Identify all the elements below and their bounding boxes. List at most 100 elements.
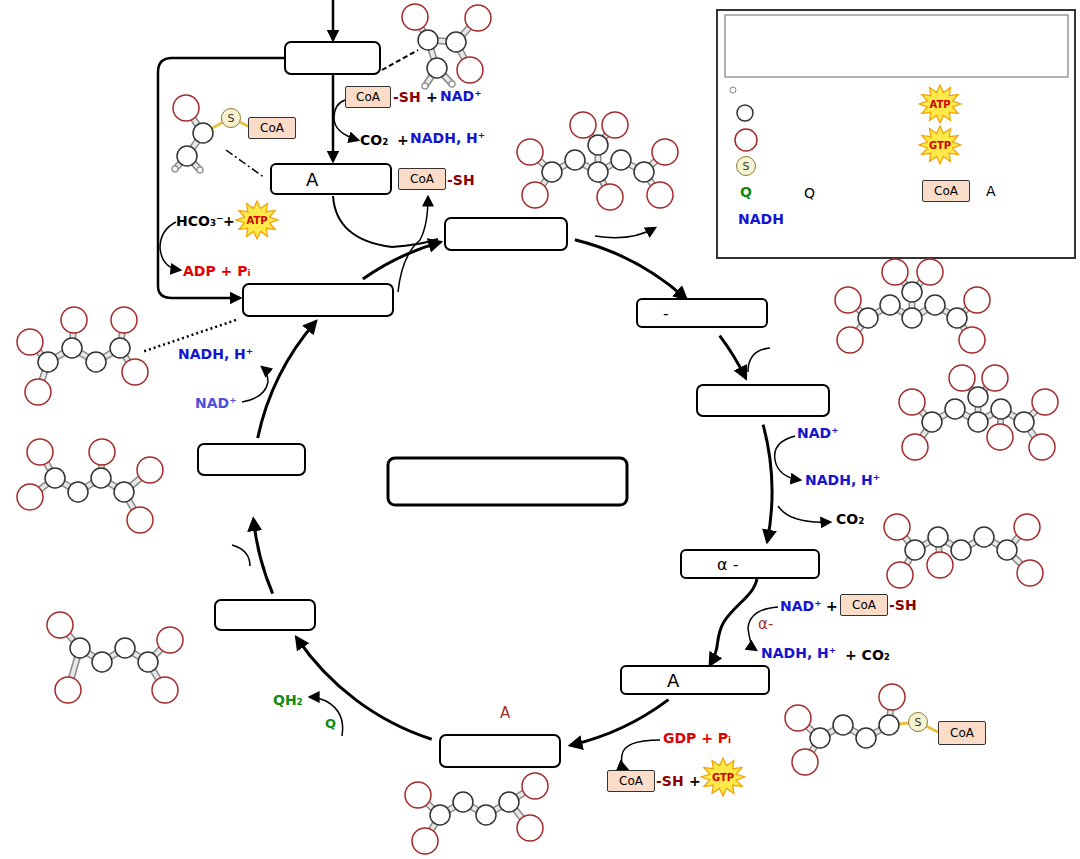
atom <box>1014 514 1040 540</box>
atom <box>542 162 562 182</box>
reaction-side-arrow <box>310 697 343 736</box>
cycle-arrow <box>258 321 316 438</box>
cycle-arrow <box>570 700 668 746</box>
atom <box>1029 434 1055 460</box>
atom <box>905 540 925 560</box>
reaction-side-arrow <box>242 367 268 402</box>
node-text: GTP <box>929 140 951 151</box>
starburst-outline <box>919 126 961 164</box>
molecule <box>517 112 678 210</box>
node-text: ATP <box>246 215 267 226</box>
atom <box>1032 389 1058 415</box>
node-text: CoA <box>619 774 643 788</box>
atom <box>987 424 1013 450</box>
cycle-arrow <box>575 240 686 299</box>
atom <box>785 705 811 731</box>
node-text: S <box>915 716 922 729</box>
atom <box>137 457 163 483</box>
atom <box>70 638 90 658</box>
cycle-arrow <box>296 637 431 739</box>
atom <box>974 527 994 547</box>
atom <box>127 507 153 533</box>
atom <box>902 308 922 328</box>
atom <box>430 805 450 825</box>
atom <box>172 166 178 172</box>
reaction-label: CO₂ <box>360 130 388 150</box>
atom <box>882 259 908 285</box>
reaction-label: A <box>500 703 510 723</box>
cycle-arrow <box>720 336 746 378</box>
atom <box>597 184 623 210</box>
atom <box>422 83 428 89</box>
starburst-outline <box>919 85 961 123</box>
carbon-sample <box>737 105 753 121</box>
atom <box>111 307 137 333</box>
atom <box>114 482 134 502</box>
atom <box>982 365 1008 391</box>
reaction-label: CO₂ <box>836 509 864 529</box>
reaction-label: + <box>689 771 701 791</box>
reaction-label: Q <box>804 183 815 203</box>
atom <box>86 352 106 372</box>
atom <box>427 58 447 78</box>
atom <box>418 30 438 50</box>
molecule <box>172 95 213 173</box>
energy-starburst: GTP <box>918 125 962 165</box>
node-text: A <box>306 169 318 190</box>
atom <box>611 150 631 170</box>
legend-frame <box>717 10 1075 258</box>
atom <box>991 399 1011 419</box>
atom <box>92 652 112 672</box>
molecule <box>47 612 183 703</box>
molecule <box>899 365 1058 460</box>
atom <box>17 329 43 355</box>
sulfur-atom: S <box>736 156 756 176</box>
reaction-label: NAD⁺ <box>195 393 237 413</box>
atom <box>1017 560 1043 586</box>
node-text: ATP <box>929 99 950 110</box>
reaction-side-arrow <box>332 0 335 40</box>
atom <box>997 540 1017 560</box>
sulfur-atom: S <box>908 712 928 732</box>
reaction-label: NADH <box>738 209 784 229</box>
coa-box: CoA <box>938 721 986 745</box>
atom <box>879 684 905 710</box>
starburst-outline <box>701 758 745 796</box>
atom <box>47 612 73 638</box>
energy-starburst: ATP <box>918 84 962 124</box>
atom <box>61 307 87 333</box>
atom <box>899 389 925 415</box>
molecule <box>17 439 163 533</box>
atom <box>647 182 673 208</box>
metabolite-box: α - <box>680 549 820 579</box>
molecule <box>884 514 1043 588</box>
atom <box>879 715 899 735</box>
node-text: CoA <box>934 184 958 198</box>
atom <box>602 112 628 138</box>
atom <box>138 652 158 672</box>
metabolite-box: - <box>636 298 768 328</box>
reaction-side-arrow <box>160 222 180 270</box>
atom <box>968 412 988 432</box>
atom <box>517 815 543 841</box>
reaction-label: Q <box>325 714 336 734</box>
node-text: CoA <box>950 726 974 740</box>
reaction-label: + <box>397 130 409 150</box>
atom <box>917 259 943 285</box>
atom <box>949 365 975 391</box>
atom <box>945 399 965 419</box>
reaction-arrow <box>710 579 757 665</box>
reaction-label: Q <box>740 182 752 202</box>
metabolite-box <box>198 444 305 475</box>
atom <box>968 387 988 407</box>
reaction-label: -SH <box>656 771 684 791</box>
metabolite-box <box>440 735 560 767</box>
atom <box>884 514 910 540</box>
sulfur-atom: S <box>221 108 241 128</box>
atom <box>928 527 948 547</box>
atom <box>570 112 596 138</box>
atom <box>652 139 678 165</box>
node-text: CoA <box>260 121 284 135</box>
atom <box>152 677 178 703</box>
